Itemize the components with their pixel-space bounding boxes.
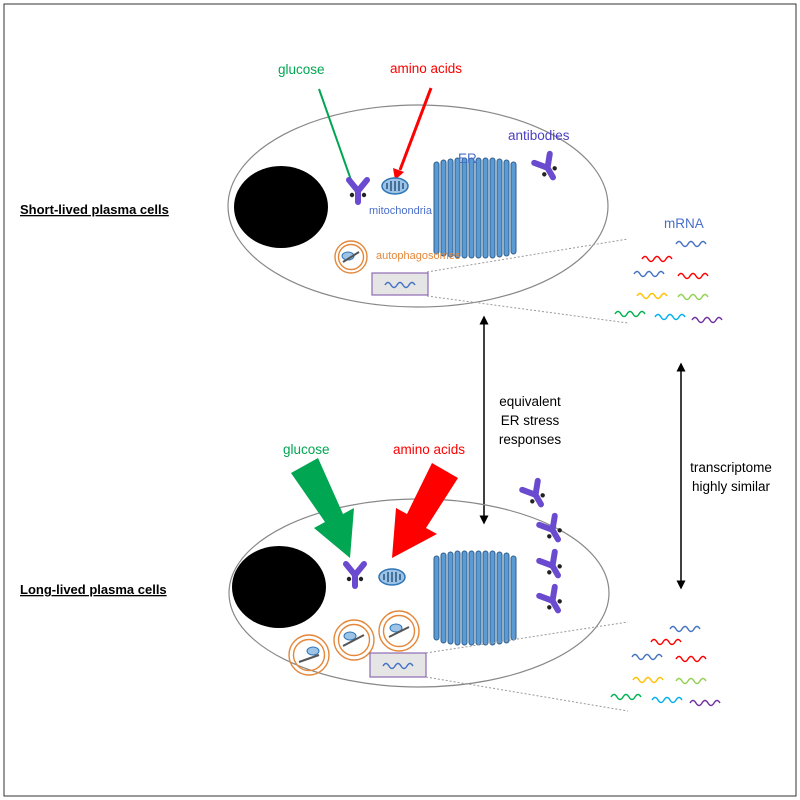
antibody-icon bbox=[349, 180, 367, 202]
antibody-icon bbox=[346, 564, 364, 586]
transcriptome-label-2: highly similar bbox=[692, 479, 771, 494]
mrna-wave-icon bbox=[675, 240, 707, 248]
amino-acids-arrow-top bbox=[393, 87, 433, 180]
mrna-wave-icon bbox=[654, 313, 686, 321]
mrna-wave-icon bbox=[689, 699, 721, 707]
antibody-icon bbox=[534, 154, 561, 182]
mrna-cluster-bottom bbox=[610, 625, 721, 707]
mitochondrion-icon bbox=[381, 177, 409, 195]
amino-acids-label-top: amino acids bbox=[390, 61, 462, 76]
mrna-box bbox=[371, 272, 429, 296]
mrna-wave-icon bbox=[669, 625, 701, 633]
autophagosome-icon bbox=[378, 610, 420, 652]
mrna-box bbox=[369, 652, 427, 678]
er-stress-label-1: equivalent bbox=[499, 394, 561, 409]
nucleus bbox=[234, 166, 328, 248]
short-lived-cell: ER glucose amino acids mitochondria auto… bbox=[227, 61, 629, 324]
nucleus bbox=[232, 546, 326, 628]
antibodies-label: antibodies bbox=[508, 128, 570, 143]
autophagosome-icon bbox=[333, 619, 375, 661]
endoplasmic-reticulum bbox=[433, 157, 517, 259]
mrna-wave-icon bbox=[691, 316, 723, 324]
mrna-wave-icon bbox=[632, 676, 664, 684]
row-label-short-lived: Short-lived plasma cells bbox=[20, 202, 169, 217]
mitochondria-label: mitochondria bbox=[369, 205, 433, 217]
mrna-label: mRNA bbox=[664, 216, 704, 231]
long-lived-cell: glucose amino acids bbox=[228, 442, 629, 712]
antibody-icon bbox=[539, 587, 566, 615]
er-stress-label-3: responses bbox=[499, 432, 562, 447]
antibody-icon bbox=[539, 552, 566, 580]
mrna-wave-icon bbox=[633, 270, 665, 278]
amino-acids-arrow-bottom bbox=[392, 463, 458, 558]
zoom-line-lower bbox=[426, 295, 629, 324]
glucose-line-top bbox=[318, 88, 352, 181]
mrna-wave-icon bbox=[614, 310, 646, 318]
mrna-wave-icon bbox=[650, 638, 682, 646]
autophagosomes-label: autophagosomes bbox=[376, 250, 461, 262]
autophagosome-icon bbox=[334, 240, 368, 274]
zoom-line-lower bbox=[425, 676, 629, 712]
mrna-cluster-top bbox=[614, 240, 723, 324]
mrna-wave-icon bbox=[641, 255, 673, 263]
mrna-wave-icon bbox=[610, 693, 642, 701]
mrna-wave-icon bbox=[677, 293, 709, 301]
antibody-icon bbox=[539, 516, 566, 544]
figure-border bbox=[3, 3, 797, 797]
er-label: ER bbox=[458, 151, 477, 166]
amino-acids-label-bottom: amino acids bbox=[393, 442, 465, 457]
mrna-wave-icon bbox=[636, 292, 668, 300]
secreted-antibodies bbox=[522, 481, 566, 615]
glucose-arrow-bottom bbox=[291, 458, 354, 558]
mitochondrion-icon bbox=[378, 568, 406, 586]
mrna-wave-icon bbox=[677, 272, 709, 280]
endoplasmic-reticulum bbox=[433, 550, 517, 646]
mrna-wave-icon bbox=[675, 677, 707, 685]
mrna-wave-icon bbox=[675, 655, 707, 663]
mrna-wave-icon bbox=[651, 696, 683, 704]
transcriptome-label-1: transcriptome bbox=[690, 460, 772, 475]
row-label-long-lived: Long-lived plasma cells bbox=[20, 582, 167, 597]
autophagosome-icon bbox=[288, 634, 330, 676]
zoom-line-upper bbox=[426, 238, 629, 273]
glucose-label-top: glucose bbox=[278, 62, 325, 77]
cell-membrane bbox=[227, 104, 609, 308]
er-stress-label-2: ER stress bbox=[501, 413, 560, 428]
glucose-label-bottom: glucose bbox=[283, 442, 330, 457]
mrna-wave-icon bbox=[631, 653, 663, 661]
antibody-icon bbox=[522, 481, 549, 509]
